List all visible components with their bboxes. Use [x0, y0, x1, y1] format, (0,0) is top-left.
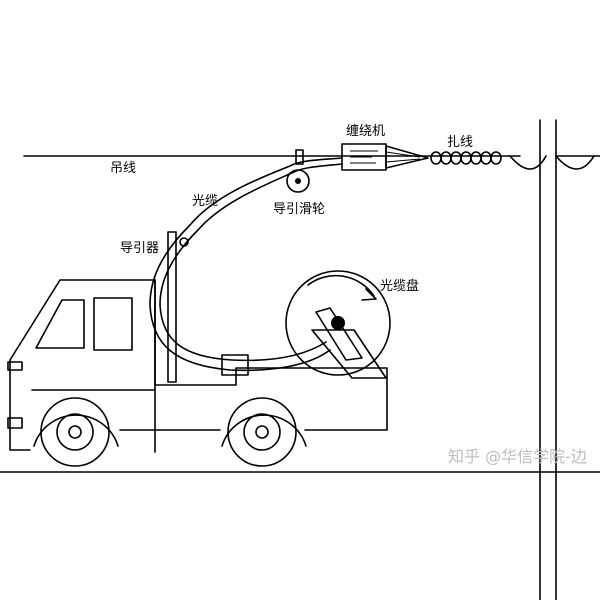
lashing-wire-label: 扎线 — [447, 135, 473, 150]
cable-guide — [167, 231, 189, 383]
guide-pulley-label: 导引滑轮 — [273, 202, 325, 217]
front-wheel — [40, 397, 110, 467]
cable-drum — [285, 270, 391, 379]
optical-cable — [149, 157, 343, 372]
rear-wheel — [227, 397, 297, 467]
cable-drum-label: 光缆盘 — [380, 278, 419, 294]
optical-cable-label: 光缆 — [192, 193, 218, 209]
messenger-wire — [23, 155, 600, 170]
lashing-machine — [341, 143, 429, 171]
lashing-machine-label: 缠绕机 — [346, 123, 385, 139]
cable-guide-label: 导引器 — [120, 241, 159, 256]
utility-pole — [539, 119, 557, 600]
watermark-text: 知乎 @华信学院-边 — [448, 447, 587, 466]
truck — [7, 279, 388, 453]
lashing-wire-coils — [430, 151, 502, 165]
messenger-wire-label: 吊线 — [110, 161, 136, 176]
